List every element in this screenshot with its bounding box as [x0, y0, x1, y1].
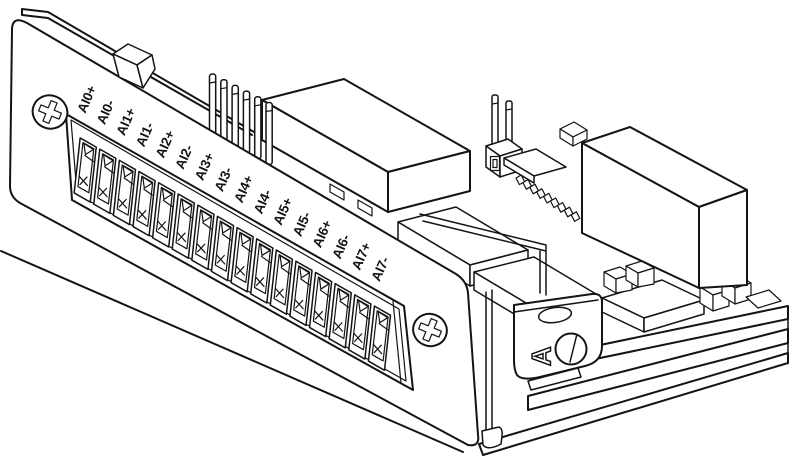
latch-oval-slot	[537, 306, 573, 324]
terminal-clamp-icon	[279, 255, 291, 268]
latch-label: A	[527, 347, 557, 367]
terminal-clamp-icon	[122, 165, 134, 178]
terminal-clamp-icon	[202, 222, 212, 230]
terminal-clamp-icon	[377, 311, 389, 324]
terminal-contact-icon	[314, 310, 324, 321]
terminal-clamp-icon	[142, 176, 153, 189]
slot-chord	[569, 335, 578, 363]
terminal-contact-icon	[373, 344, 383, 355]
faceplate-foot	[481, 426, 503, 449]
terminal-contact-icon	[216, 254, 226, 265]
terminal-clamp-icon	[338, 288, 350, 301]
soic-chip	[503, 157, 535, 184]
terminal-contact-icon	[255, 276, 265, 288]
header-pin-shoulder	[208, 81, 217, 84]
header-pin-shoulder	[220, 87, 228, 90]
terminal-clamp-icon	[181, 198, 193, 212]
terminal-contact-icon	[157, 220, 167, 231]
terminal-cells	[73, 137, 392, 372]
terminal-clamp-icon	[84, 154, 95, 163]
terminal-block	[65, 113, 414, 391]
terminal-contact-icon	[78, 175, 89, 187]
terminal-clamp-icon	[143, 188, 153, 196]
soic-leads	[515, 174, 581, 222]
phillips-screw-icon	[412, 312, 448, 348]
housing-side-edge	[485, 289, 493, 437]
housing-corner-edge	[419, 213, 547, 296]
terminal-clamp-icon	[339, 300, 350, 308]
terminal-clamp-icon	[220, 221, 232, 234]
faceplate-underside-edge	[0, 250, 464, 453]
latch-foot	[527, 367, 582, 391]
terminal-clamp-icon	[201, 210, 212, 223]
terminal-block-endcap	[392, 300, 402, 384]
header-pin-shoulder	[254, 104, 262, 107]
locking-latch: A	[513, 292, 603, 391]
latch-lip	[513, 299, 599, 313]
shield-box	[261, 78, 471, 213]
terminal-contact-icon	[118, 198, 128, 209]
terminal-contact-icon	[294, 299, 304, 310]
six-pin-header	[208, 73, 273, 166]
header-pin-shoulder	[242, 98, 251, 101]
module-body: A	[0, 8, 789, 456]
solder-pad	[357, 199, 373, 217]
terminal-clamp-icon	[162, 199, 173, 207]
terminal-contact-icon	[353, 332, 363, 344]
terminal-clamp-icon	[221, 233, 232, 241]
soic-lead	[570, 211, 581, 222]
terminal-clamp-icon	[103, 166, 114, 174]
mounting-tab	[112, 43, 156, 89]
transformer-box	[559, 121, 748, 289]
ic-chip	[643, 299, 705, 333]
terminal-clamp-icon	[240, 232, 251, 245]
solder-pad	[329, 183, 345, 201]
terminal-contact-icon	[275, 288, 285, 299]
header-pin-shoulder	[231, 92, 239, 95]
terminal-clamp-icon	[300, 278, 310, 286]
header-pin-shoulder	[265, 109, 273, 113]
terminal-clamp-icon	[182, 210, 193, 219]
terminal-contact-icon	[196, 243, 206, 254]
terminal-contact-icon	[235, 265, 245, 276]
terminal-clamp-icon	[259, 243, 271, 257]
phillips-screw-icon	[31, 94, 69, 130]
terminal-clamp-icon	[280, 267, 291, 275]
terminal-clamp-icon	[378, 323, 389, 331]
terminal-clamp-icon	[260, 255, 271, 264]
housing-top-edge	[21, 8, 255, 136]
terminal-contact-icon	[333, 321, 344, 332]
quarter-turn-slot-icon	[554, 332, 588, 366]
terminal-clamp-icon	[161, 187, 173, 200]
terminal-clamp-icon	[318, 277, 330, 290]
terminal-clamp-icon	[319, 289, 330, 297]
board-socket-outline	[745, 289, 782, 309]
terminal-contact-icon	[137, 209, 147, 220]
terminal-clamp-icon	[357, 299, 369, 313]
terminal-clamp-icon	[241, 244, 251, 252]
terminal-contact-icon	[98, 187, 108, 198]
terminal-clamp-icon	[123, 177, 134, 185]
terminal-clamp-icon	[102, 154, 114, 167]
terminal-contact-icon	[176, 231, 187, 243]
terminal-clamp-icon	[299, 266, 310, 279]
terminal-clamp-icon	[83, 142, 95, 156]
terminal-clamp-icon	[358, 311, 369, 320]
